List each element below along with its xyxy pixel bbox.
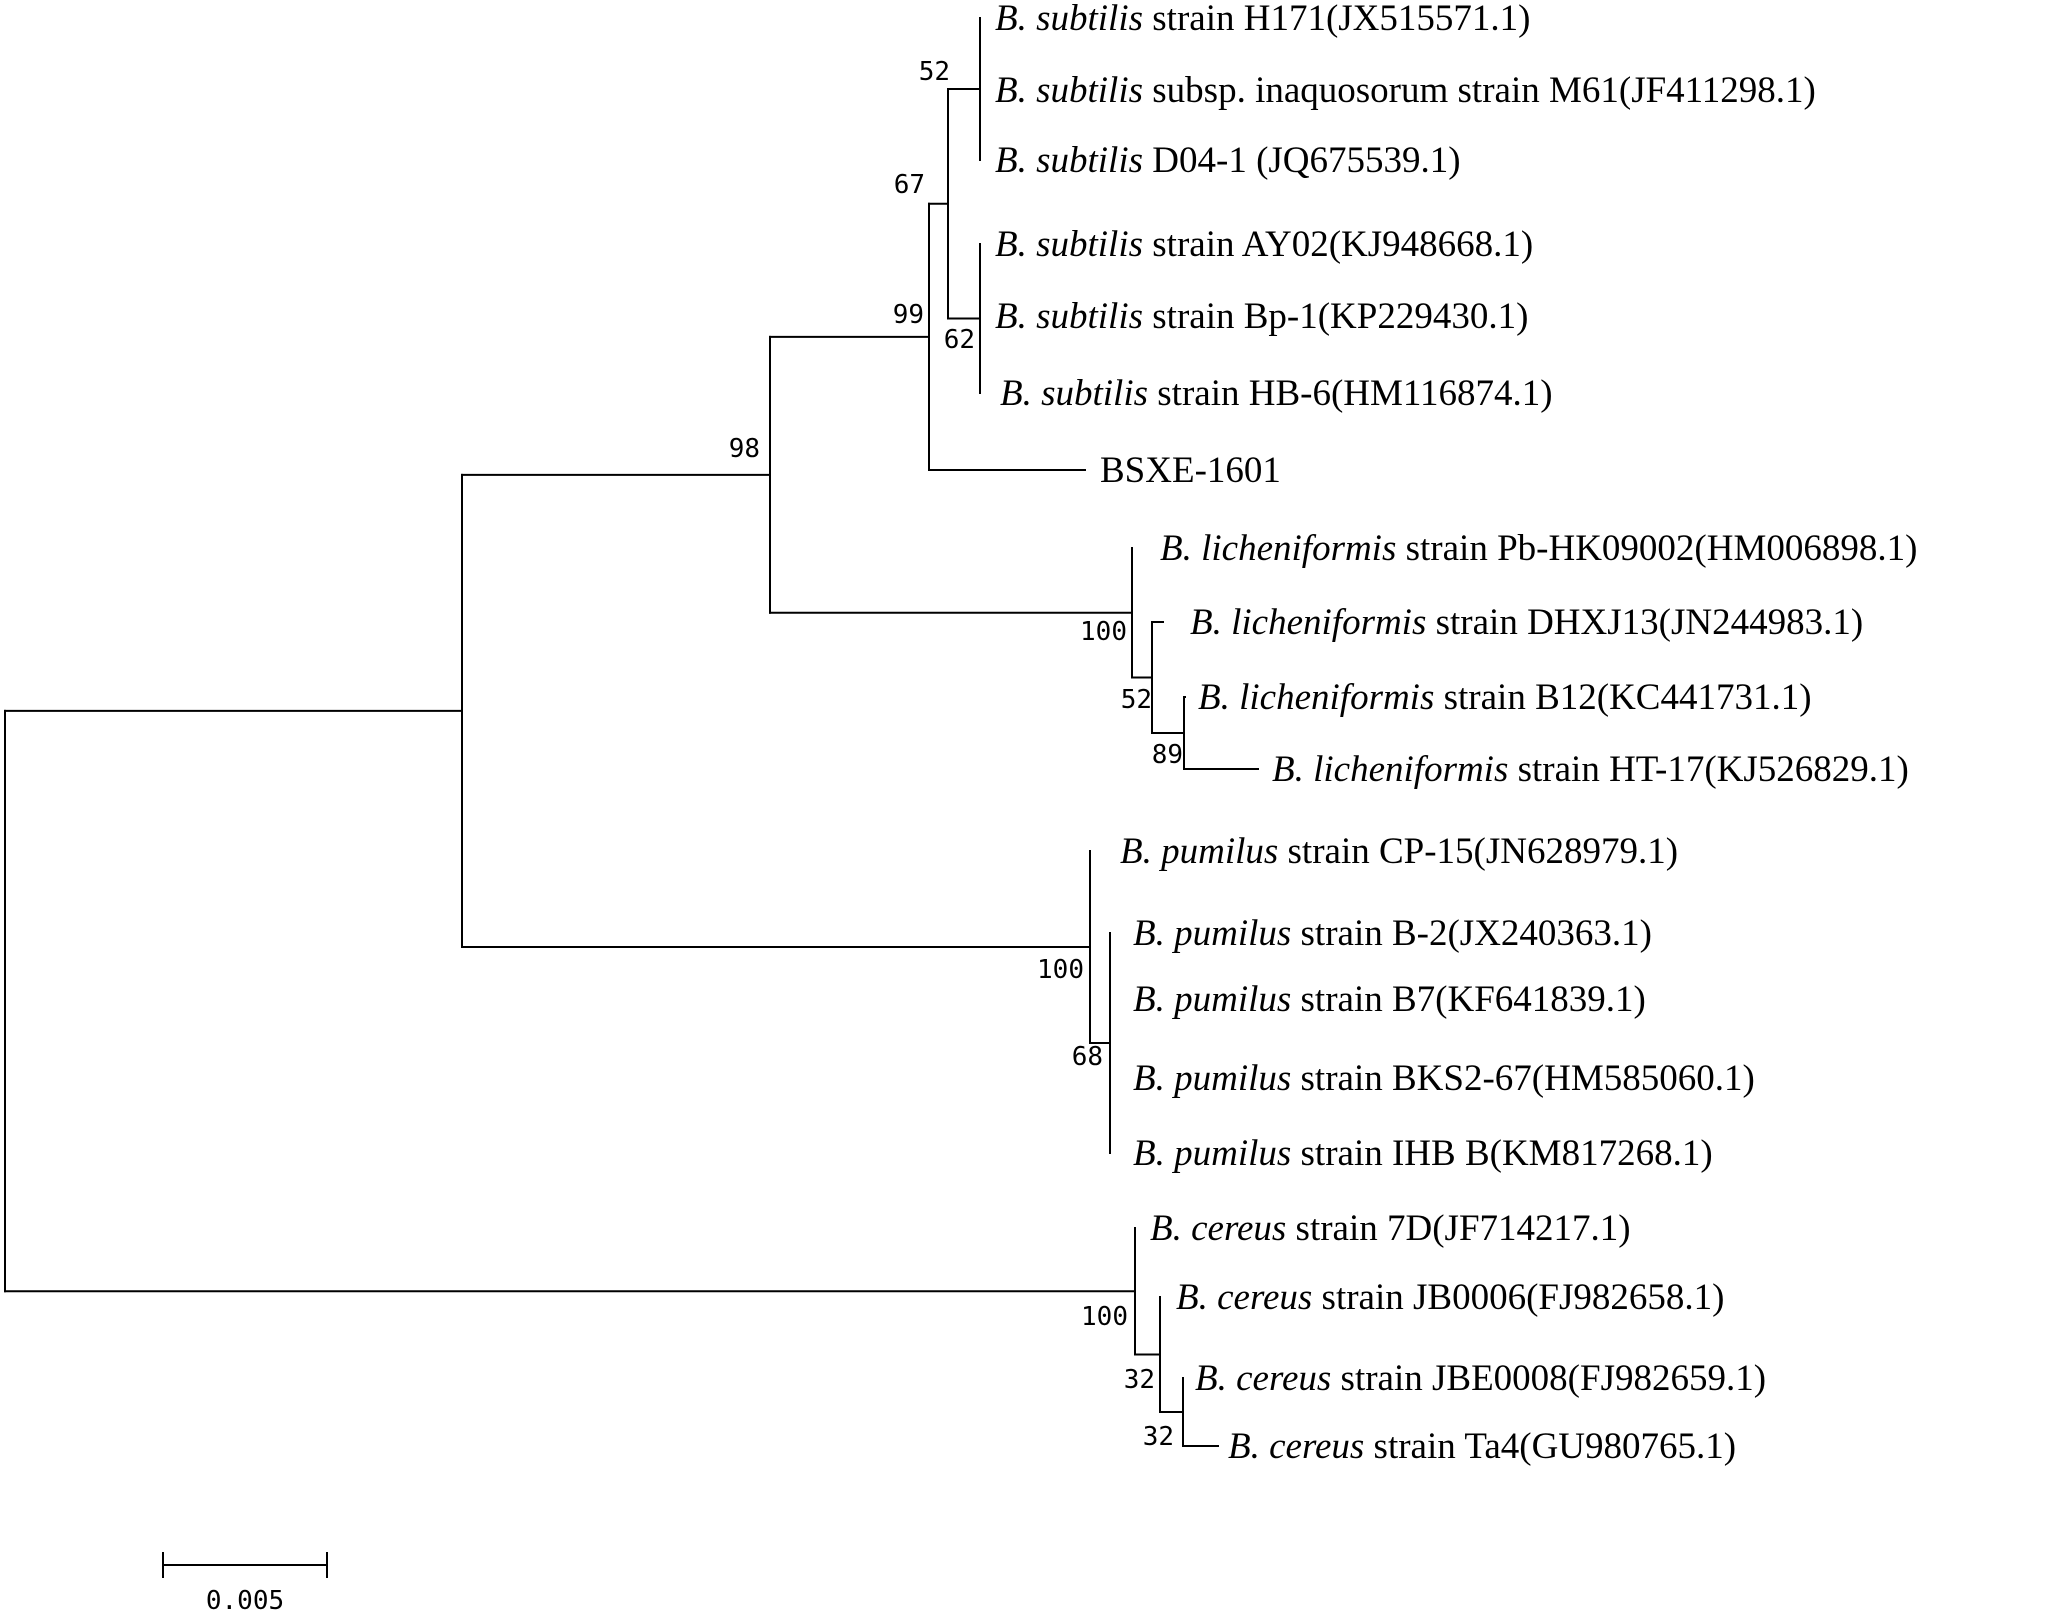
taxon-detail: strain JB0006(FJ982658.1): [1312, 1277, 1724, 1318]
taxon-label-t17: B. cereus strain 7D(JF714217.1): [1150, 1208, 1631, 1249]
bootstrap-n_subtilis_bp1: 62: [944, 325, 975, 355]
taxon-label-t2: B. subtilis subsp. inaquosorum strain M6…: [995, 70, 1816, 111]
taxon-detail: strain AY02(KJ948668.1): [1143, 224, 1533, 265]
taxon-genus: B. subtilis: [995, 0, 1143, 39]
taxon-genus: B. subtilis: [995, 224, 1143, 265]
taxon-label-t16: B. pumilus strain IHB B(KM817268.1): [1133, 1133, 1713, 1174]
taxon-label-t12: B. pumilus strain CP-15(JN628979.1): [1120, 831, 1678, 872]
taxon-label-t6: B. subtilis strain HB-6(HM116874.1): [1000, 373, 1553, 414]
bootstrap-n_subtilis_m61: 52: [919, 57, 950, 87]
taxon-detail: strain 7D(JF714217.1): [1286, 1208, 1630, 1249]
taxon-detail: strain JBE0008(FJ982659.1): [1331, 1358, 1766, 1399]
taxon-label-t4: B. subtilis strain AY02(KJ948668.1): [995, 224, 1533, 265]
taxon-label-t18: B. cereus strain JB0006(FJ982658.1): [1176, 1277, 1724, 1318]
taxon-detail: strain HB-6(HM116874.1): [1148, 373, 1553, 414]
scale-bar: 0.005: [162, 1552, 328, 1613]
bootstrap-n_lich_all: 100: [1080, 617, 1127, 647]
taxon-detail: strain IHB B(KM817268.1): [1291, 1133, 1712, 1174]
taxon-genus: B. subtilis: [995, 140, 1143, 181]
taxon-label-t10: B. licheniformis strain B12(KC441731.1): [1198, 677, 1812, 718]
taxon-detail: strain H171(JX515571.1): [1143, 0, 1530, 39]
taxon-genus: B. cereus: [1176, 1277, 1312, 1318]
taxon-genus: B. pumilus: [1133, 913, 1291, 954]
taxon-genus: B. licheniformis: [1190, 602, 1426, 643]
bootstrap-n_pumilus_inner: 68: [1072, 1042, 1103, 1072]
taxon-label-t3: B. subtilis D04-1 (JQ675539.1): [995, 140, 1461, 181]
taxon-label-t14: B. pumilus strain B7(KF641839.1): [1133, 979, 1646, 1020]
taxon-genus: B. licheniformis: [1160, 528, 1396, 569]
taxon-detail: strain CP-15(JN628979.1): [1278, 831, 1678, 872]
bootstrap-n_subtilis_lich: 98: [729, 434, 760, 464]
bootstrap-n_subtilis_bsxe: 99: [893, 300, 924, 330]
bootstrap-n_lich_inner: 52: [1121, 685, 1152, 715]
taxon-label-t15: B. pumilus strain BKS2-67(HM585060.1): [1133, 1058, 1755, 1099]
taxon-detail: strain DHXJ13(JN244983.1): [1426, 602, 1863, 643]
scale-bar-label: 0.005: [206, 1586, 284, 1613]
bootstrap-n_lich_ht17: 89: [1152, 740, 1183, 770]
taxon-detail: strain Bp-1(KP229430.1): [1143, 296, 1528, 337]
taxon-genus: B. cereus: [1195, 1358, 1331, 1399]
taxon-genus: B. pumilus: [1133, 1058, 1291, 1099]
taxon-label-t8: B. licheniformis strain Pb-HK09002(HM006…: [1160, 528, 1917, 569]
taxon-genus: B. licheniformis: [1272, 749, 1508, 790]
taxon-detail: strain B-2(JX240363.1): [1291, 913, 1652, 954]
taxon-detail: BSXE-1601: [1100, 450, 1281, 491]
bootstrap-n_cereus_inner: 32: [1124, 1365, 1155, 1395]
taxon-label-t19: B. cereus strain JBE0008(FJ982659.1): [1195, 1358, 1766, 1399]
taxon-genus: B. subtilis: [1000, 373, 1148, 414]
taxon-label-t7: BSXE-1601: [1100, 450, 1281, 491]
taxon-genus: B. subtilis: [995, 296, 1143, 337]
tree-branches: [4, 17, 1259, 1447]
taxon-detail: subsp. inaquosorum strain M61(JF411298.1…: [1143, 70, 1816, 111]
taxon-genus: B. pumilus: [1133, 1133, 1291, 1174]
taxon-genus: B. subtilis: [995, 70, 1143, 111]
taxon-detail: strain B7(KF641839.1): [1291, 979, 1646, 1020]
taxon-label-t13: B. pumilus strain B-2(JX240363.1): [1133, 913, 1652, 954]
bootstrap-n_cereus_ta4: 32: [1143, 1422, 1174, 1452]
bootstrap-n_pumilus_all: 100: [1037, 955, 1084, 985]
taxon-detail: strain B12(KC441731.1): [1434, 677, 1811, 718]
bootstrap-n_subtilis_group: 67: [894, 170, 925, 200]
taxon-label-t1: B. subtilis strain H171(JX515571.1): [995, 0, 1530, 39]
taxon-genus: B. pumilus: [1120, 831, 1278, 872]
taxon-detail: strain Pb-HK09002(HM006898.1): [1396, 528, 1917, 569]
taxon-genus: B. cereus: [1228, 1426, 1364, 1467]
taxon-genus: B. cereus: [1150, 1208, 1286, 1249]
taxon-label-t20: B. cereus strain Ta4(GU980765.1): [1228, 1426, 1736, 1467]
taxon-genus: B. pumilus: [1133, 979, 1291, 1020]
taxon-label-t11: B. licheniformis strain HT-17(KJ526829.1…: [1272, 749, 1909, 790]
taxon-detail: strain Ta4(GU980765.1): [1364, 1426, 1736, 1467]
taxon-detail: D04-1 (JQ675539.1): [1143, 140, 1461, 181]
taxon-label-t5: B. subtilis strain Bp-1(KP229430.1): [995, 296, 1528, 337]
taxon-genus: B. licheniformis: [1198, 677, 1434, 718]
taxon-detail: strain BKS2-67(HM585060.1): [1291, 1058, 1755, 1099]
taxon-label-t9: B. licheniformis strain DHXJ13(JN244983.…: [1190, 602, 1863, 643]
taxon-detail: strain HT-17(KJ526829.1): [1508, 749, 1908, 790]
taxon-labels: B. subtilis strain H171(JX515571.1)B. su…: [995, 0, 1917, 1467]
bootstrap-n_cereus_all: 100: [1081, 1302, 1128, 1332]
